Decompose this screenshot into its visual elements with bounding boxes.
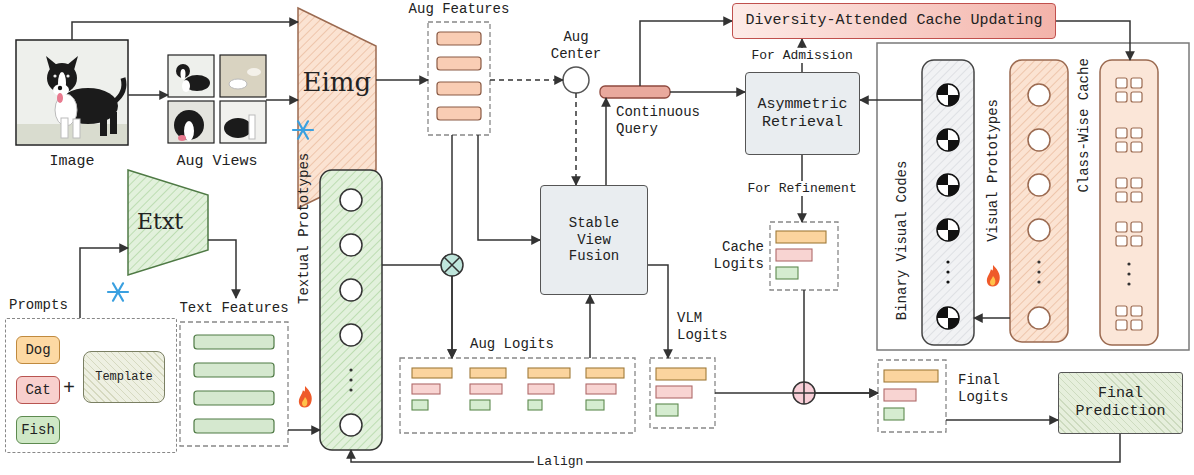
connector-arrow bbox=[946, 419, 1058, 421]
code-column: Binary Visual Codes bbox=[922, 60, 974, 345]
visual-prototype-column bbox=[1010, 60, 1068, 342]
augmented-views bbox=[168, 55, 266, 143]
class-box: Cat bbox=[16, 376, 60, 404]
node-label: Template bbox=[95, 370, 153, 384]
multiply-symbol bbox=[441, 254, 463, 276]
binary-code-column bbox=[922, 60, 974, 345]
node-label: Final Logits bbox=[958, 372, 1022, 406]
node-label: Aug Features bbox=[409, 1, 510, 18]
feature-stack bbox=[428, 22, 490, 135]
class-box: Fish bbox=[16, 416, 60, 444]
node-label: Continuous Query bbox=[616, 104, 708, 138]
connector-arrow bbox=[478, 135, 540, 240]
aug-views-frame: Aug Views bbox=[168, 55, 266, 145]
frozen-icon bbox=[293, 121, 313, 138]
aug-logit-bars bbox=[400, 358, 635, 433]
cache-logit-bars bbox=[770, 222, 838, 290]
logit-box: Aug Logits bbox=[400, 358, 635, 433]
trainable-icon bbox=[987, 265, 1000, 287]
edge-label: For Refinement bbox=[745, 181, 860, 197]
node-label: Prompts bbox=[9, 297, 68, 314]
plus-sign: + bbox=[63, 377, 75, 401]
node-label: Visual Prototypes bbox=[985, 98, 1002, 241]
update-box: Diversity-Attended Cache Updating bbox=[732, 3, 1056, 39]
connector-arrow bbox=[80, 248, 128, 318]
center-circle: Aug Center bbox=[563, 67, 589, 93]
vlm-logit-bars bbox=[650, 358, 715, 428]
connector-arrow bbox=[589, 295, 591, 358]
prototype-column: Textual Prototypes bbox=[320, 170, 382, 450]
edge-label: Lalign bbox=[534, 454, 587, 470]
node-label: Asymmetric Retrieval bbox=[754, 96, 851, 132]
node-label: Eimg bbox=[303, 67, 372, 98]
logit-box: Cache Logits bbox=[770, 222, 838, 290]
connector-arrow bbox=[128, 94, 168, 96]
connector-arrow bbox=[974, 317, 1010, 319]
query-bar bbox=[600, 86, 670, 98]
connector-arrow bbox=[351, 434, 1120, 462]
connector-arrow bbox=[605, 98, 607, 185]
text-encoder-shape bbox=[128, 170, 208, 275]
node-label: Text Features bbox=[179, 300, 288, 317]
connector-arrow bbox=[1056, 21, 1130, 60]
connector-arrow bbox=[266, 99, 298, 101]
node-label: Aug Views bbox=[176, 153, 257, 171]
node-label: Dog bbox=[25, 342, 50, 359]
connector-arrow bbox=[670, 91, 745, 93]
connector-arrow bbox=[860, 99, 922, 101]
template-box: Template bbox=[83, 351, 165, 403]
image-frame: Image bbox=[16, 40, 128, 145]
node-label: Aug Logits bbox=[470, 336, 554, 353]
frozen-icon bbox=[108, 283, 128, 300]
connector-arrow bbox=[575, 93, 577, 185]
cache-column: Class-Wise Cache bbox=[1100, 60, 1158, 345]
fusion-box: Stable View Fusion bbox=[540, 185, 648, 295]
connector-arrow bbox=[640, 21, 732, 86]
trainable-icon bbox=[299, 386, 312, 408]
retrieval-box: Asymmetric Retrieval bbox=[745, 72, 860, 155]
connector-arrow bbox=[490, 79, 563, 81]
logit-box: Final Logits bbox=[878, 360, 946, 432]
prompt-group: PromptsDogCatFishTemplate bbox=[5, 318, 177, 453]
dog-photo bbox=[16, 40, 128, 145]
node-label: Textual Prototypes bbox=[296, 152, 313, 303]
node-label: Aug Center bbox=[545, 29, 607, 63]
text-feature-stack bbox=[180, 322, 288, 446]
textual-prototype-column bbox=[320, 170, 382, 450]
sum-symbol bbox=[793, 382, 815, 404]
node-label: Image bbox=[49, 153, 94, 171]
node-label: Stable View Fusion bbox=[549, 215, 639, 265]
connector-arrow bbox=[804, 290, 878, 393]
node-label: Class-Wise Cache bbox=[1076, 58, 1093, 192]
feature-stack: Text Features bbox=[180, 298, 288, 448]
class-cache-column bbox=[1100, 60, 1158, 345]
center-circle bbox=[563, 67, 589, 93]
connector-arrow bbox=[382, 265, 452, 358]
prototype-column: Visual Prototypes bbox=[1010, 60, 1068, 342]
node-label: Fish bbox=[21, 422, 55, 439]
connector-arrow bbox=[208, 240, 236, 298]
prediction-box: Final Prediction bbox=[1058, 372, 1183, 434]
node-label: Etxt bbox=[137, 209, 183, 235]
node-label: Binary Visual Codes bbox=[894, 160, 911, 320]
memory-panel bbox=[877, 43, 1189, 350]
final-logit-bars bbox=[878, 360, 946, 432]
node-label: Final Prediction bbox=[1067, 385, 1174, 421]
class-box: Dog bbox=[16, 336, 60, 364]
connector-arrow bbox=[376, 79, 428, 81]
node-label: VLM Logits bbox=[677, 310, 737, 344]
connector-arrow bbox=[288, 429, 320, 431]
connector-arrow bbox=[648, 265, 668, 358]
node-label: Diversity-Attended Cache Updating bbox=[745, 12, 1042, 30]
logit-box: VLM Logits bbox=[650, 358, 715, 428]
edge-label: For Admission bbox=[749, 48, 856, 64]
text-encoder: Etxt bbox=[128, 170, 208, 275]
feature-stack: Aug Features bbox=[428, 22, 490, 135]
connector-arrow bbox=[72, 22, 298, 40]
query-bar: Continuous Query bbox=[600, 86, 670, 98]
node-label: Cat bbox=[25, 382, 50, 399]
node-label: Cache Logits bbox=[706, 239, 764, 273]
